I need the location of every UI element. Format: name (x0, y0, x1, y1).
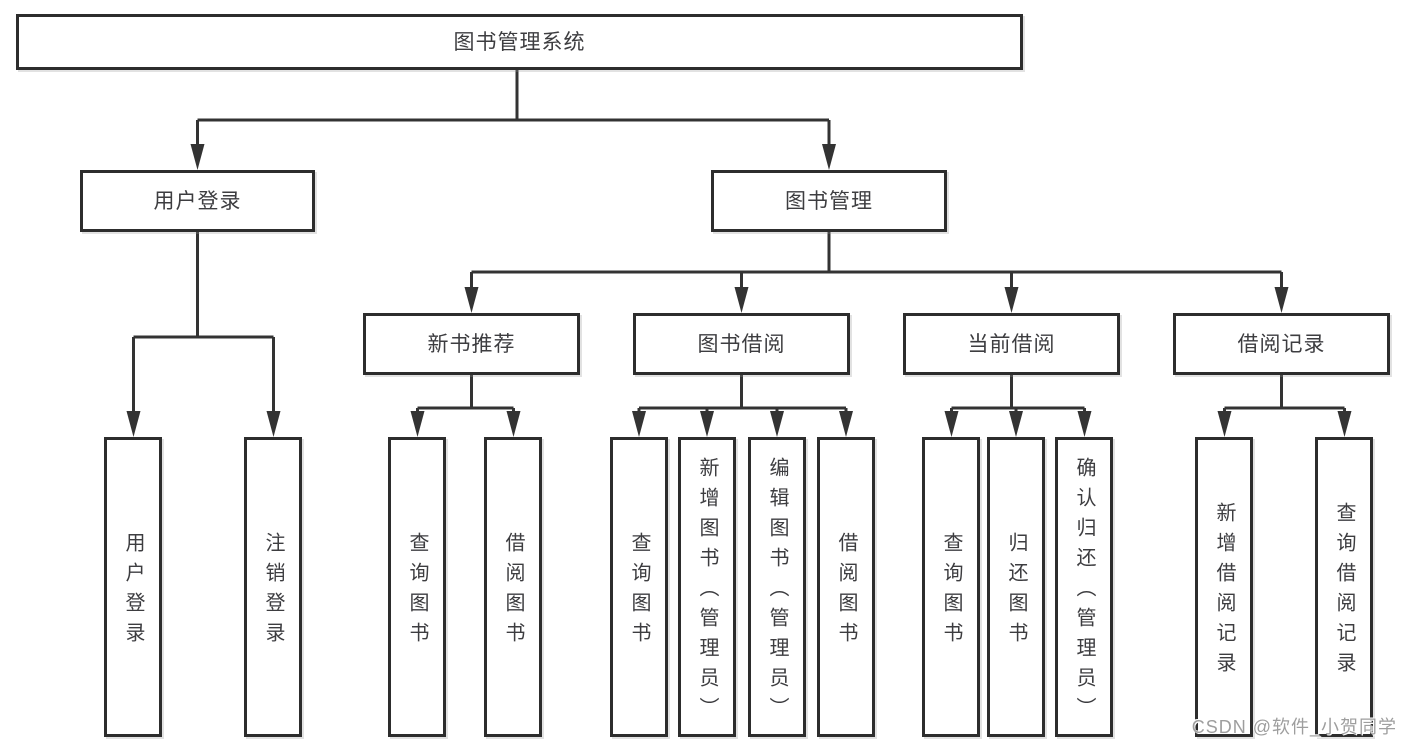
connector-current-borrow-children (950, 375, 1086, 413)
leaf-query-books-current: 查询图书 (922, 437, 980, 737)
arrowhead (126, 411, 141, 437)
arrowhead (632, 411, 646, 437)
node-borrowing-records: 借阅记录 (1173, 313, 1390, 375)
connector-user-login-children (132, 232, 275, 413)
connector-book-mgmt-children (470, 232, 1283, 289)
arrowhead (190, 144, 205, 170)
node-user-login: 用户登录 (80, 170, 315, 232)
node-library-management-system: 图书管理系统 (16, 14, 1023, 70)
connector-root-to-level2 (196, 70, 831, 146)
arrowhead (944, 411, 959, 437)
leaf-add-book-admin: 新增图书（管理员） (678, 437, 736, 737)
node-book-borrowing: 图书借阅 (633, 313, 850, 375)
leaf-confirm-return-admin: 确认归还（管理员） (1055, 437, 1113, 737)
leaf-query-borrow-record: 查询借阅记录 (1315, 437, 1373, 737)
leaf-edit-book-admin: 编辑图书（管理员） (748, 437, 806, 737)
node-book-management: 图书管理 (711, 170, 947, 232)
connector-new-book-children (416, 375, 515, 413)
leaf-user-login: 用户登录 (104, 437, 162, 737)
leaf-return-books: 归还图书 (987, 437, 1045, 737)
leaf-query-books-borrowing: 查询图书 (610, 437, 668, 737)
node-current-borrowing: 当前借阅 (903, 313, 1120, 375)
arrowhead (734, 287, 749, 313)
watermark: CSDN @软件_小贺同学 (1191, 717, 1397, 737)
leaf-borrow-books: 借阅图书 (817, 437, 875, 737)
arrowhead (506, 411, 521, 437)
node-new-book-recommendation: 新书推荐 (363, 313, 580, 375)
arrowhead (1077, 411, 1092, 437)
arrowhead (410, 411, 425, 437)
arrowhead (822, 144, 836, 170)
arrowhead (464, 287, 479, 313)
leaf-add-borrow-record: 新增借阅记录 (1195, 437, 1253, 737)
arrowhead (839, 411, 853, 437)
arrowhead (700, 411, 714, 437)
arrowhead (266, 411, 281, 437)
arrowhead (770, 411, 784, 437)
arrowhead (1274, 287, 1289, 313)
leaf-query-books-recommend: 查询图书 (388, 437, 446, 737)
arrowhead (1337, 411, 1352, 437)
leaf-borrow-books-recommend: 借阅图书 (484, 437, 542, 737)
arrowhead (1009, 411, 1023, 437)
arrowhead (1217, 411, 1232, 437)
arrowhead (1004, 287, 1019, 313)
connector-book-borrow-children (637, 375, 848, 413)
leaf-logout: 注销登录 (244, 437, 302, 737)
connector-borrow-record-children (1223, 375, 1346, 413)
